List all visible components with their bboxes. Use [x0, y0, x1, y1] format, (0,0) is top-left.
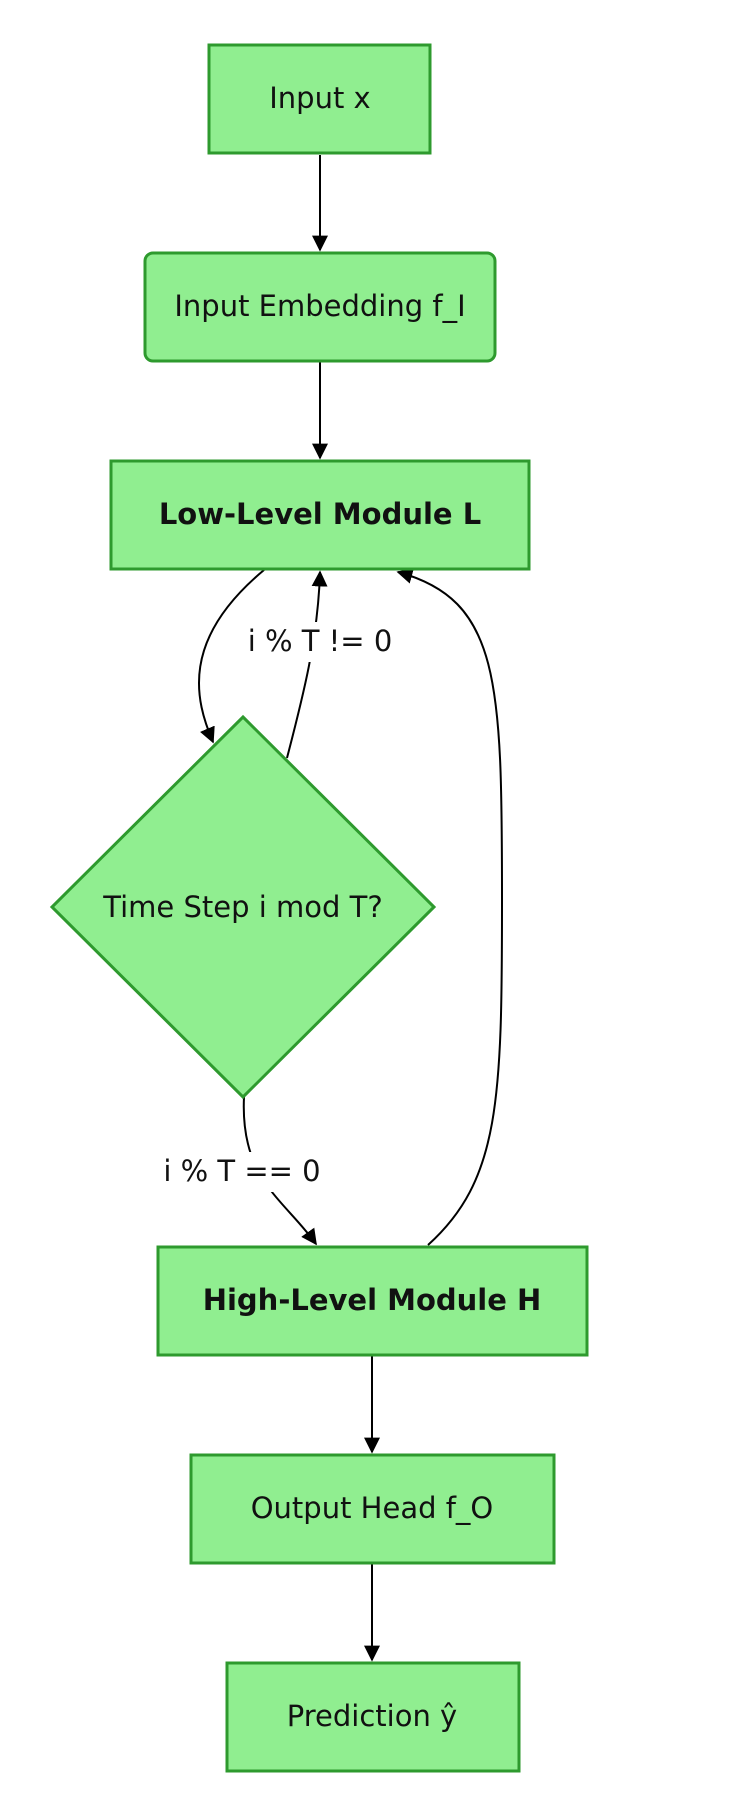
- edge-low-level-to-decision: [197, 569, 265, 744]
- node-high-level: High-Level Module H: [156, 1245, 589, 1357]
- edge-label-is-zero: i % T == 0: [163, 1152, 321, 1192]
- node-prediction: Prediction ŷ: [225, 1661, 521, 1773]
- node-embedding-label: Input Embedding f_I: [174, 289, 465, 323]
- edge-decision-to-low-level: [286, 570, 328, 759]
- node-prediction-label: Prediction ŷ: [287, 1699, 457, 1733]
- node-input-label: Input x: [269, 81, 370, 115]
- node-high-level-label: High-Level Module H: [203, 1283, 542, 1317]
- node-embedding: Input Embedding f_I: [143, 251, 497, 363]
- edge-label-not-zero-text: i % T != 0: [248, 624, 393, 658]
- node-low-level: Low-Level Module L: [109, 459, 531, 571]
- node-input: Input x: [207, 43, 432, 155]
- node-output-head: Output Head f_O: [189, 1453, 556, 1565]
- node-decision: Time Step i mod T?: [49, 714, 437, 1100]
- node-low-level-label: Low-Level Module L: [159, 497, 481, 531]
- edge-label-is-zero-text: i % T == 0: [163, 1154, 320, 1188]
- edge-high-level-to-low-level: [396, 568, 504, 1246]
- node-decision-label: Time Step i mod T?: [102, 890, 382, 924]
- edge-label-not-zero: i % T != 0: [248, 622, 393, 662]
- node-output-head-label: Output Head f_O: [251, 1491, 494, 1525]
